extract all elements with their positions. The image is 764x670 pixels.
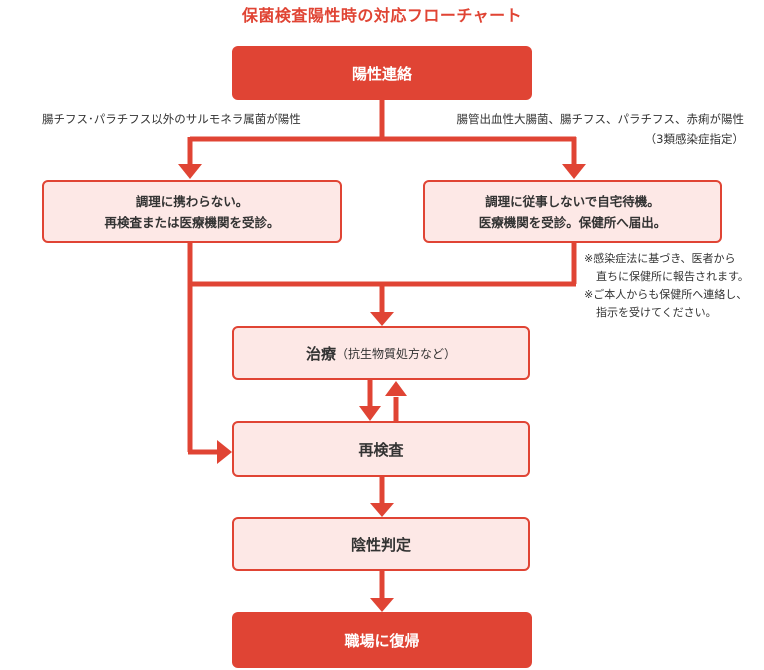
treatment-box: 治療（抗生物質処方など） — [232, 326, 530, 380]
arrowhead-treatment — [370, 312, 394, 326]
return-to-work-label: 職場に復帰 — [344, 631, 420, 650]
left-action-line2: 再検査または医療機関を受診。 — [104, 214, 280, 230]
right-action-line2: 医療機関を受診。保健所へ届出。 — [478, 214, 667, 230]
return-to-work-box: 職場に復帰 — [232, 612, 532, 668]
note-1: ※感染症法に基づき、医者から 直ちに保健所に報告されます。 — [584, 250, 749, 286]
note-1-line2: 直ちに保健所に報告されます。 — [596, 270, 749, 283]
left-action-box: 調理に携わらない。 再検査または医療機関を受診。 — [42, 180, 342, 243]
branch-label-right: 腸管出血性大腸菌、腸チフス、パラチフス、赤痢が陽性 （3類感染症指定） — [457, 109, 745, 149]
negative-label: 陰性判定 — [350, 535, 411, 554]
page-title: 保菌検査陽性時の対応フローチャート — [241, 6, 523, 25]
arrowhead-right-box — [562, 164, 586, 179]
note-2-line2: 指示を受けてください。 — [596, 306, 717, 319]
arrowhead-left-box — [178, 164, 202, 179]
arrowhead-negative — [370, 503, 394, 517]
retest-box: 再検査 — [232, 421, 530, 477]
retest-label: 再検査 — [358, 440, 404, 459]
notes: ※感染症法に基づき、医者から 直ちに保健所に報告されます。 ※ご本人からも保健所… — [584, 250, 749, 322]
arrowhead-treatment-up — [385, 381, 407, 396]
note-2: ※ご本人からも保健所へ連絡し、 指示を受けてください。 — [584, 286, 749, 322]
branch-label-right-line1: 腸管出血性大腸菌、腸チフス、パラチフス、赤痢が陽性 — [456, 112, 745, 126]
arrowhead-return — [370, 598, 394, 612]
negative-box: 陰性判定 — [232, 517, 530, 571]
note-1-line1: ※感染症法に基づき、医者から — [584, 252, 736, 265]
treatment-sublabel: （抗生物質処方など） — [336, 346, 457, 361]
treatment-label: 治療 — [305, 344, 336, 363]
positive-contact-box: 陽性連絡 — [232, 46, 532, 100]
branch-label-left: 腸チフス･パラチフス以外のサルモネラ属菌が陽性 — [42, 112, 301, 126]
branch-label-right-line2: （3類感染症指定） — [644, 132, 744, 146]
right-action-box: 調理に従事しないで自宅待機。 医療機関を受診。保健所へ届出。 — [423, 180, 722, 243]
positive-contact-label: 陽性連絡 — [351, 64, 412, 83]
left-action-line1: 調理に携わらない。 — [135, 193, 249, 209]
right-action-line1: 調理に従事しないで自宅待機。 — [485, 193, 660, 209]
arrowhead-retest-left — [217, 440, 232, 464]
note-2-line1: ※ご本人からも保健所へ連絡し、 — [584, 288, 748, 301]
arrowhead-retest-down — [359, 406, 381, 421]
